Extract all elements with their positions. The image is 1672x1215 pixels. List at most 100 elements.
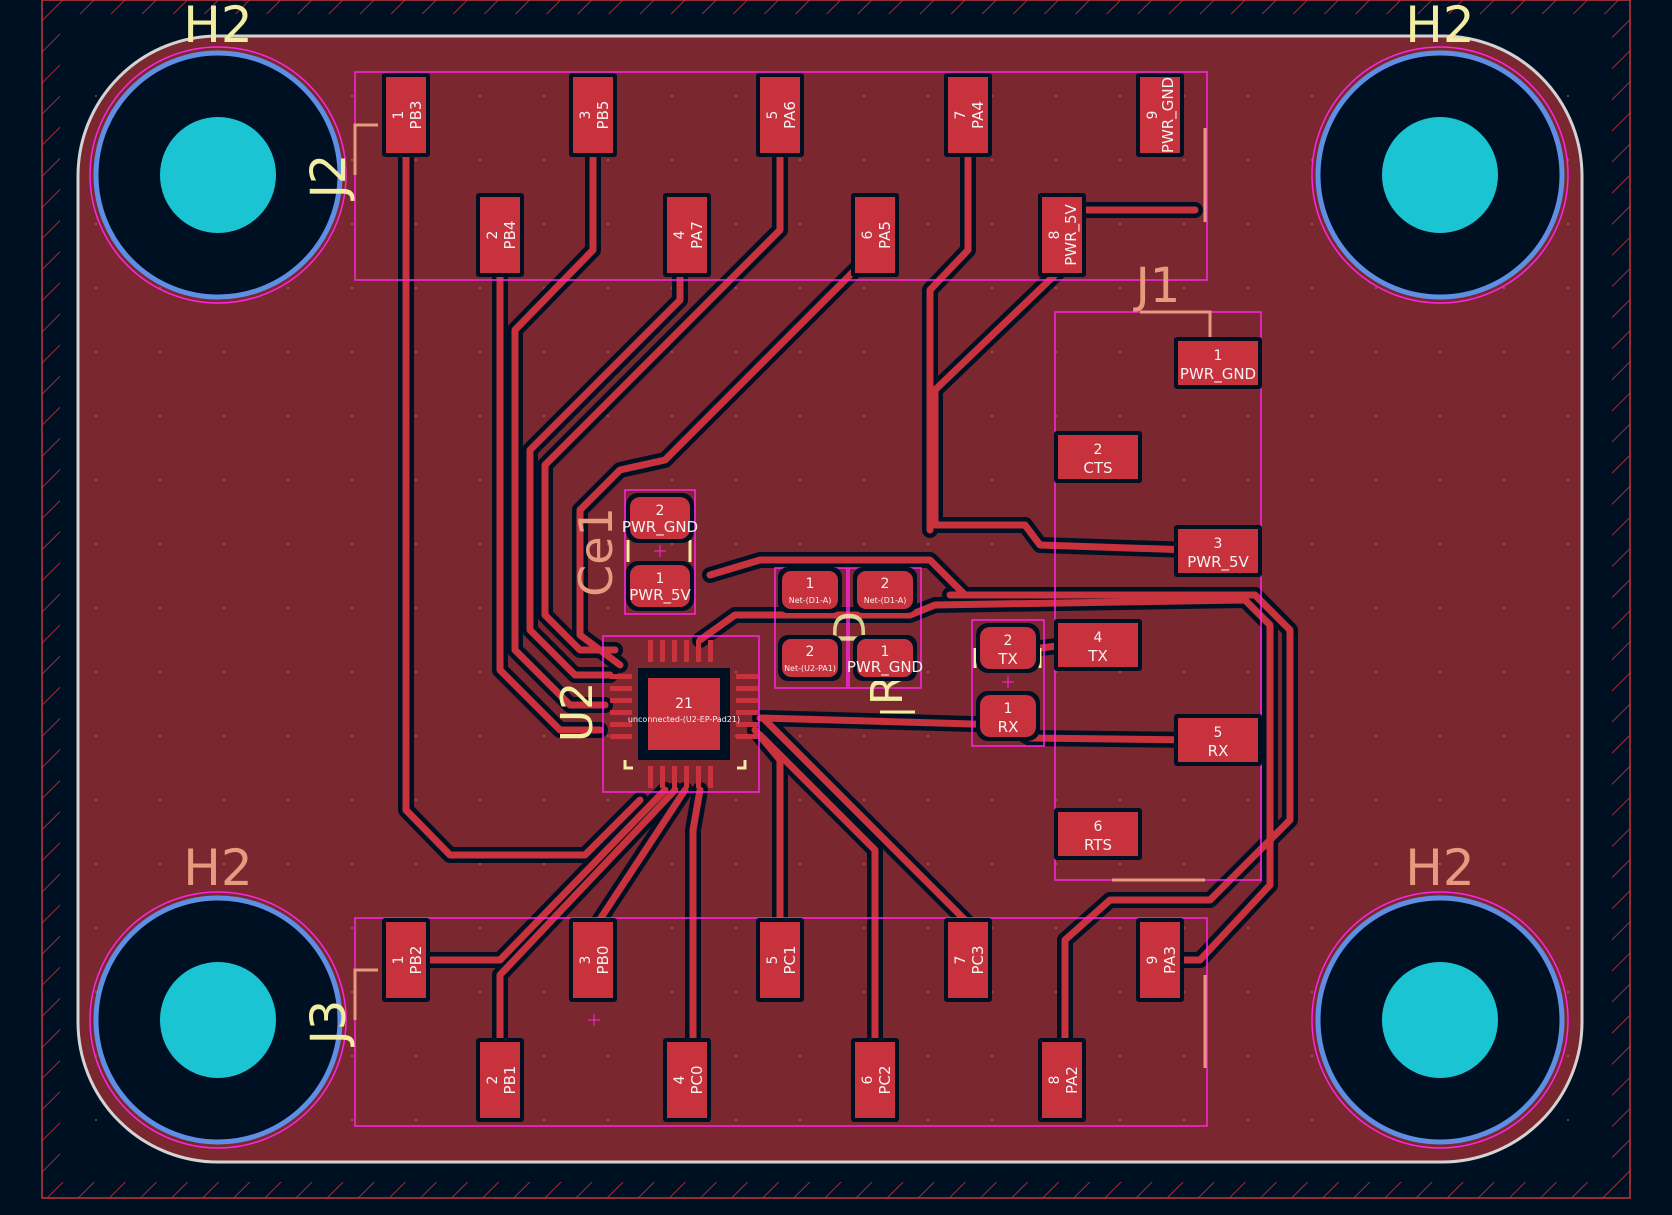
hole-ref-label: H2 <box>1405 0 1474 54</box>
j2-pad[interactable]: 6 PA5 <box>851 193 899 277</box>
hole-ref-label: H2 <box>1405 839 1474 897</box>
pad-net: PB4 <box>501 221 519 250</box>
pad-net: PWR_GND <box>622 518 698 537</box>
txrx-pad[interactable]: 1 RX <box>976 691 1040 741</box>
j3-pad[interactable]: 5 PC1 <box>756 918 804 1002</box>
pad-number: 1 <box>656 571 665 587</box>
j1-pad[interactable]: 4 TX <box>1054 619 1142 671</box>
ce1-pad[interactable]: 1 PWR_5V <box>626 561 694 611</box>
pad-net: PC0 <box>688 1065 706 1094</box>
pad-net: TX <box>997 650 1017 668</box>
pad-net: PWR_5V <box>629 586 691 605</box>
keepout-border <box>41 0 1631 1199</box>
mounting-hole-bl[interactable] <box>89 891 347 1149</box>
pad-number: 6 <box>860 1075 876 1084</box>
pad-number: 5 <box>765 956 781 965</box>
pad-number: 1 <box>806 576 815 592</box>
pad-net: PB1 <box>501 1066 519 1095</box>
u2-center-pad-net: unconnected-(U2-EP-Pad21) <box>628 715 740 724</box>
pad-net: RTS <box>1084 836 1112 854</box>
ref-u2: U2 <box>552 682 603 742</box>
led-pad[interactable]: 2 Net-(U2-PA1) <box>778 635 842 681</box>
led-pad[interactable]: 2 Net-(D1-A) <box>853 567 917 613</box>
pad-number: 6 <box>1094 819 1103 835</box>
ref-j3: J3 <box>301 1000 357 1048</box>
ref-j2: J2 <box>301 154 357 202</box>
silk-outlines <box>353 123 1212 1068</box>
led-pad[interactable]: 1 Net-(D1-A) <box>778 567 842 613</box>
pad-net: PC1 <box>781 945 799 974</box>
pad-number: 1 <box>1004 701 1013 717</box>
pad-net: PC2 <box>876 1065 894 1094</box>
pad-net: PWR_GND <box>1159 77 1178 153</box>
pad-net: Net-(D1-A) <box>864 596 907 605</box>
pad-number: 9 <box>1145 956 1161 965</box>
pad-number: 8 <box>1047 231 1063 240</box>
j3-pad[interactable]: 8 PA2 <box>1038 1038 1086 1122</box>
pad-net: PA2 <box>1063 1066 1081 1094</box>
hole-ref-label: H2 <box>183 0 252 54</box>
pad-net: PA4 <box>969 101 987 129</box>
pad-number: 4 <box>672 1075 688 1084</box>
j2-pad[interactable]: 9 PWR_GND <box>1136 73 1184 157</box>
pad-number: 5 <box>1214 725 1223 741</box>
pad-net: PWR_5V <box>1187 553 1249 572</box>
pad-net: PA3 <box>1161 946 1179 974</box>
mounting-hole-tl[interactable] <box>89 46 347 304</box>
pad-net: PWR_GND <box>847 658 923 677</box>
pad-net: CTS <box>1083 459 1112 477</box>
pad-number: 1 <box>391 111 407 120</box>
j3-pad[interactable]: 4 PC0 <box>663 1038 711 1122</box>
pad-number: 3 <box>578 956 594 965</box>
led-pad[interactable]: 1 PWR_GND <box>847 635 923 681</box>
mounting-hole-tr[interactable] <box>1311 46 1569 304</box>
j1-pad[interactable]: 5 RX <box>1174 714 1262 766</box>
pad-net: PWR_GND <box>1180 365 1256 384</box>
j3-pad[interactable]: 3 PB0 <box>569 918 617 1002</box>
hole-ref-label: H2 <box>183 839 252 897</box>
u2-chip[interactable]: 21 unconnected-(U2-EP-Pad21) <box>610 640 758 788</box>
pad-number: 1 <box>881 644 890 660</box>
pad-net: RX <box>1208 742 1229 760</box>
pad-number: 2 <box>1094 442 1103 458</box>
j3-pad[interactable]: 7 PC3 <box>944 918 992 1002</box>
pad-net: PA6 <box>781 101 799 129</box>
origin-markers <box>588 545 1014 1026</box>
pad-net: PA5 <box>876 221 894 249</box>
pad-number: 2 <box>485 1076 501 1085</box>
ref-ce1: Ce1 <box>569 507 623 597</box>
j2-pad[interactable]: 3 PB5 <box>569 73 617 157</box>
j1-pad[interactable]: 2 CTS <box>1054 431 1142 483</box>
j2-pad[interactable]: 7 PA4 <box>944 73 992 157</box>
pad-number: 7 <box>953 111 969 120</box>
j2-pad[interactable]: 1 PB3 <box>382 73 430 157</box>
j2-pad[interactable]: 5 PA6 <box>756 73 804 157</box>
pad-net: Net-(D1-A) <box>789 596 832 605</box>
pad-number: 4 <box>1094 630 1103 646</box>
j1-pad[interactable]: 3 PWR_5V <box>1174 525 1262 577</box>
j1-pad[interactable]: 6 RTS <box>1054 808 1142 860</box>
pad-number: 9 <box>1145 111 1161 120</box>
ce1-pad[interactable]: 2 PWR_GND <box>622 493 698 543</box>
pad-number: 3 <box>578 111 594 120</box>
copper-traces <box>402 146 1294 1074</box>
j2-pad[interactable]: 4 PA7 <box>663 193 711 277</box>
pad-number: 6 <box>860 230 876 239</box>
j3-pad[interactable]: 6 PC2 <box>851 1038 899 1122</box>
pad-number: 2 <box>806 644 815 660</box>
j2-pad[interactable]: 8 PWR_5V <box>1038 193 1086 277</box>
pad-number: 2 <box>656 503 665 519</box>
j3-pad[interactable]: 9 PA3 <box>1136 918 1184 1002</box>
j2-pad[interactable]: 2 PB4 <box>476 193 524 277</box>
pad-number: 2 <box>485 231 501 240</box>
j3-pad[interactable]: 1 PB2 <box>382 918 430 1002</box>
j3-pad[interactable]: 2 PB1 <box>476 1038 524 1122</box>
pad-number: 5 <box>765 111 781 120</box>
pad-number: 3 <box>1214 536 1223 552</box>
mounting-hole-br[interactable] <box>1311 891 1569 1149</box>
j1-pad[interactable]: 1 PWR_GND <box>1174 337 1262 389</box>
txrx-pad[interactable]: 2 TX <box>976 623 1040 673</box>
pad-net: PB3 <box>407 101 425 130</box>
u2-center-pad-number: 21 <box>675 696 693 712</box>
